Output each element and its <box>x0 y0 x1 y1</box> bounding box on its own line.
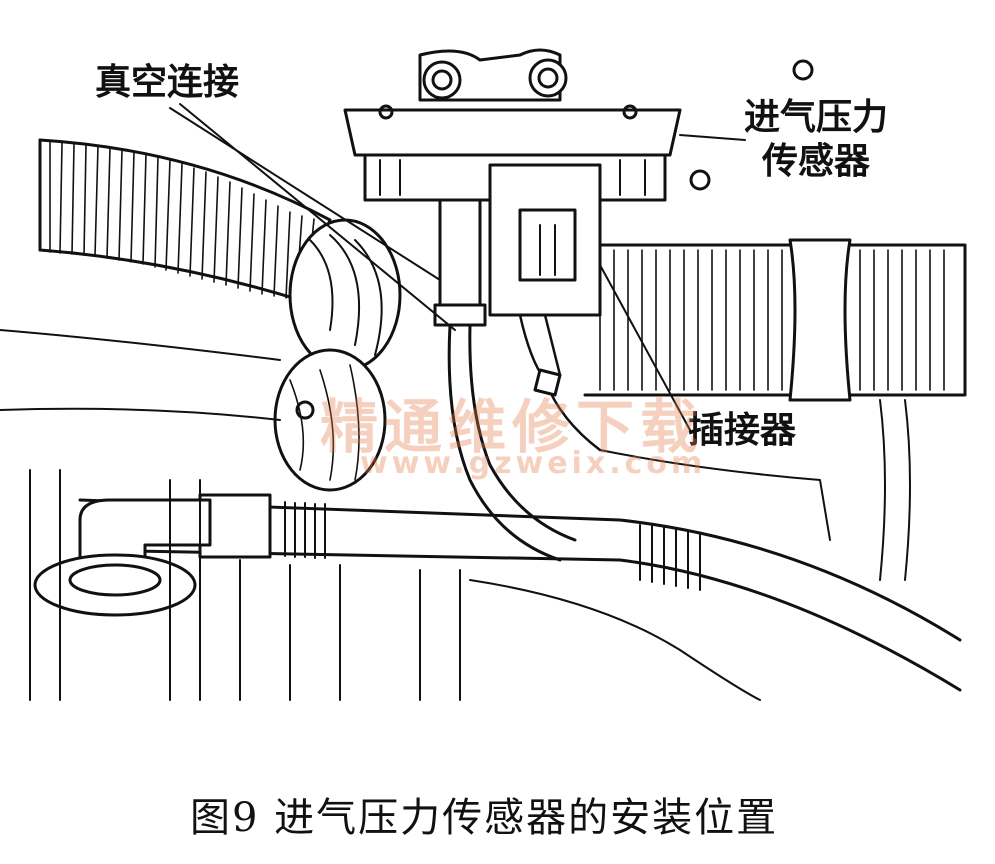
leader-lines <box>169 103 746 431</box>
label-map-sensor: 进气压力 传感器 <box>744 96 888 184</box>
map-sensor <box>343 48 682 317</box>
label-vacuum-connection: 真空连接 <box>95 62 240 103</box>
label-map-sensor-line2: 传感器 <box>762 141 871 182</box>
hose-clamp <box>273 348 387 492</box>
figure-caption: 图9 进气压力传感器的安装位置 <box>190 795 779 841</box>
lower-body <box>0 329 911 701</box>
intake-duct <box>38 138 402 372</box>
mounting-hole <box>792 59 814 81</box>
label-connector: 插接器 <box>688 410 797 451</box>
connector-wires <box>518 313 602 452</box>
pipe <box>78 493 962 692</box>
vacuum-hose <box>433 198 577 562</box>
mounting-hole <box>689 169 711 191</box>
label-map-sensor-line1: 进气压力 <box>744 97 889 138</box>
elbow-fitting <box>29 469 212 701</box>
right-duct <box>583 238 967 402</box>
